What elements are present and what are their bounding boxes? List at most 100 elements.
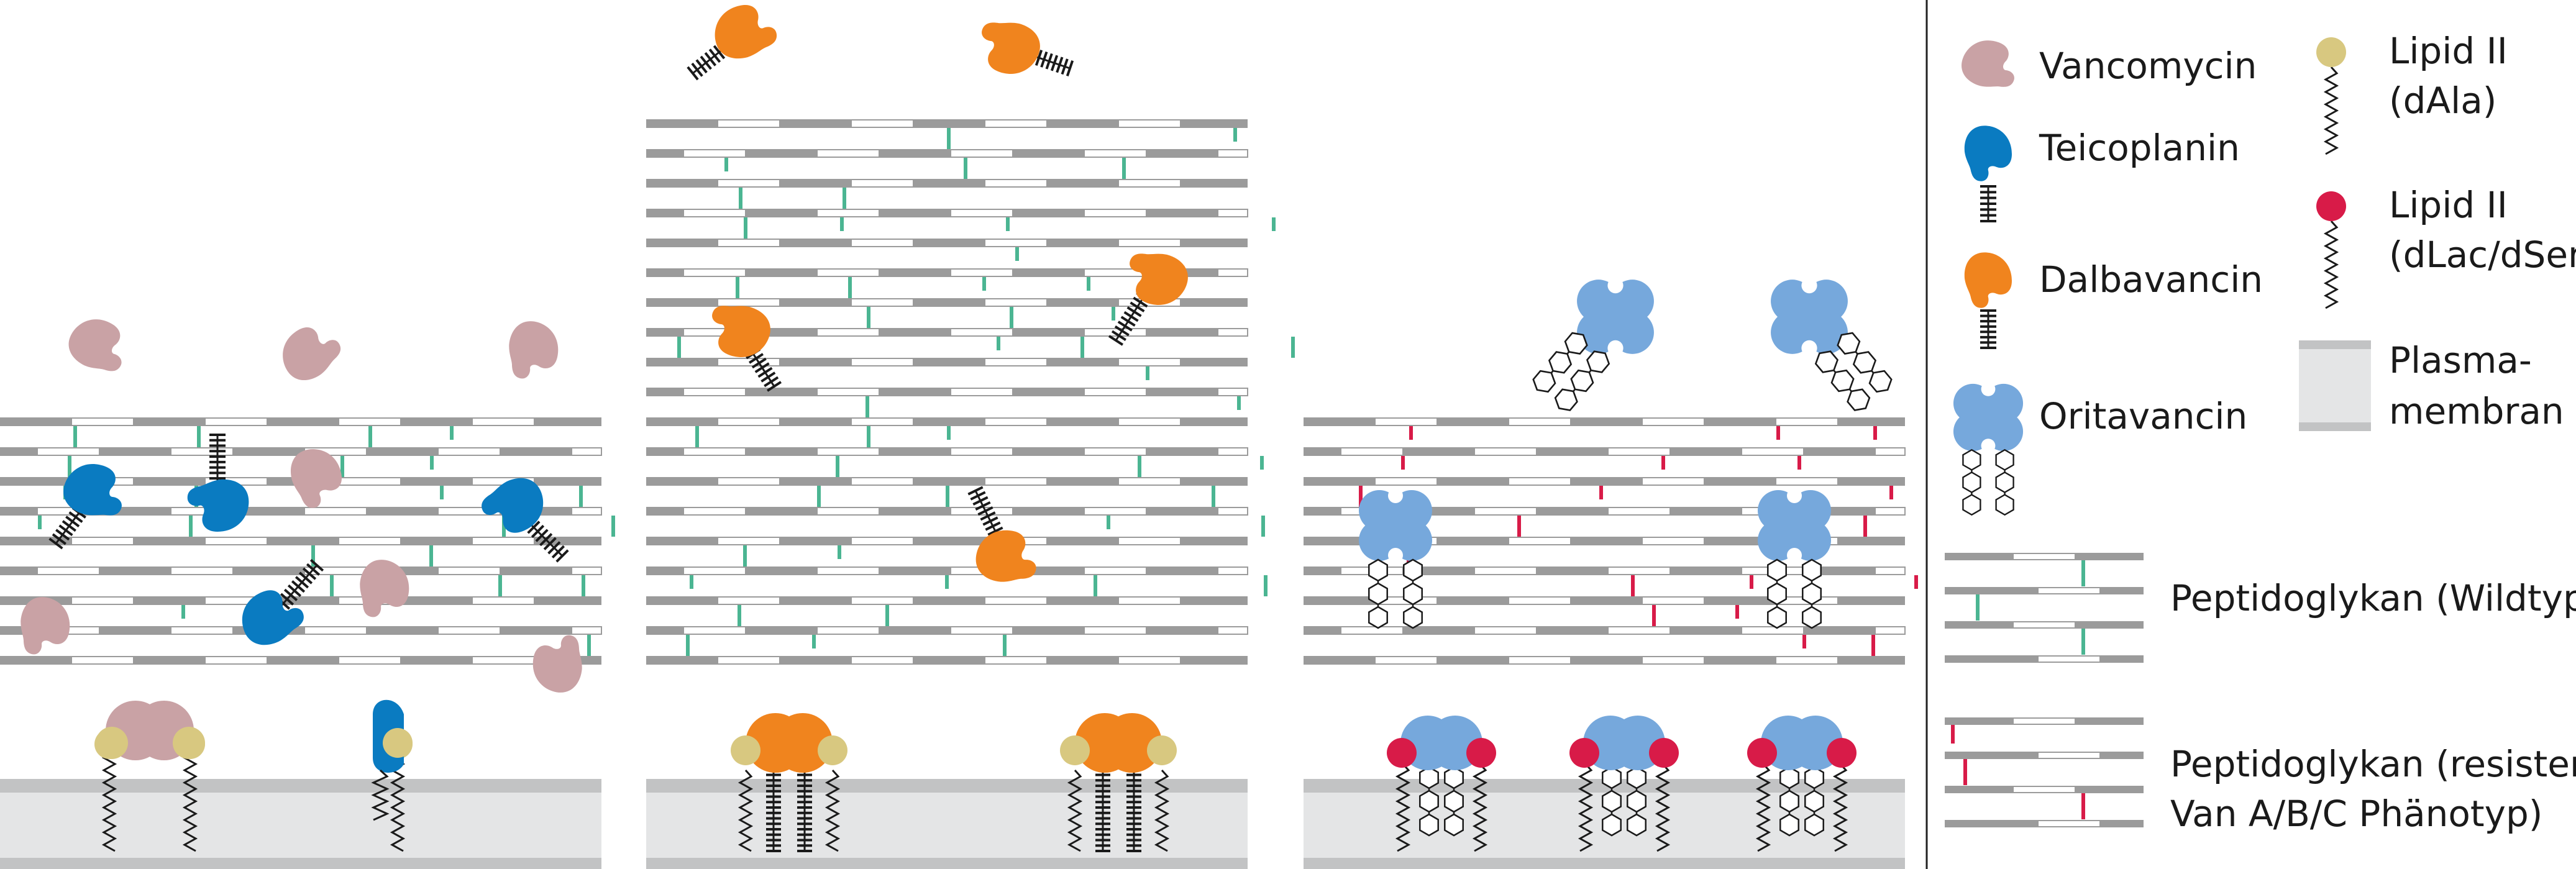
glycan-gap [1642,596,1705,605]
glycan-strand [1537,447,1608,456]
glycan-gap [816,626,880,635]
glycan-gap [1084,626,1147,635]
glycan-gap [1118,358,1181,366]
legend-oritavancin-icon [1953,382,2024,516]
glycan-gap [304,626,367,635]
legend-vancomycin-icon [1962,40,2014,87]
glycan-gap [1217,209,1248,217]
glycan-gap [170,566,234,575]
glycan-strand [1181,477,1248,486]
glycan-strand [913,298,985,307]
glycan-strand [646,239,718,247]
glycan-strand [1146,447,1218,456]
crosslink [945,575,949,589]
legend-teicoplanin-icon [1964,125,2012,222]
glycan-strand [1571,537,1642,545]
glycan-gap [816,328,880,337]
crosslink [1291,337,1295,358]
glycan-strand [646,447,683,456]
legend-label-membrane-line2: membran [2389,390,2564,432]
crosslink [817,486,821,507]
crosslink [1087,277,1090,291]
glycan-gap [1217,268,1248,277]
glycan-gap [816,447,880,456]
glycan-strand [1146,209,1218,217]
glycan-strand [780,656,851,665]
glycan-strand [746,268,817,277]
glycan-gap [71,417,134,426]
dalbavancin-lipid-complex [731,713,847,852]
glycan-gap [1642,477,1705,486]
glycan-gap [1875,507,1906,516]
glycan-gap [437,566,501,575]
glycan-gap [717,596,780,605]
crosslink [189,516,193,537]
glycan-gap [1607,447,1671,456]
glycan-strand [534,477,601,486]
glycan-gap [950,268,1013,277]
crosslink [440,486,444,499]
glycan-strand [134,596,205,605]
glycan-strand [746,447,817,456]
glycan-strand [1704,656,1776,665]
glycan-gap [950,328,1013,337]
crosslink [1272,217,1276,231]
glycan-strand [1013,507,1084,516]
crosslink [1409,426,1413,440]
glycan-strand [1146,566,1218,575]
oritavancin-side-chain [1962,448,2014,516]
glycan-gap [1875,566,1906,575]
glycan-strand [1304,656,1375,665]
glycan-strand [99,447,171,456]
glycan-gap [816,149,880,158]
glycan-gap [816,507,880,516]
glycan-strand [913,179,985,188]
crosslink [330,575,334,596]
crosslink [430,456,434,470]
legend-lipid-dala-icon [2316,37,2346,155]
glycan-strand [913,417,985,426]
glycan-strand [879,507,951,516]
glycan-strand [1013,209,1084,217]
glycan-strand [780,537,851,545]
crosslink [1233,128,1237,142]
glycan-gap [816,566,880,575]
panel-oritavancin [1304,278,1918,869]
teicoplanin-molecule [482,478,569,563]
plasma-membrane [0,779,601,869]
legend-label-membrane-line1: Plasma- [2389,339,2532,381]
glycan-gap [984,417,1048,426]
legend-label-lipid-dlac-line1: Lipid II [2389,184,2508,226]
glycan-strand [500,566,572,575]
glycan-gap [683,209,746,217]
glycan-strand [1437,417,1509,426]
glycan-gap [1775,656,1838,665]
glycan-gap [717,656,780,665]
dalbavancin-molecule-body [975,530,1036,582]
glycan-gap [1118,656,1181,665]
glycan-strand [367,626,438,635]
crosslink [1735,605,1739,619]
glycan-strand [746,149,817,158]
glycan-strand [401,596,472,605]
crosslink [848,277,852,298]
glycan-gap [851,239,914,247]
glycan-gap [472,656,535,665]
glycan-gap [1474,447,1537,456]
crosslink [1010,307,1013,328]
crosslink [838,545,841,559]
glycan-strand [0,417,71,426]
crosslink [38,516,42,529]
crosslink [1797,456,1801,470]
crosslink [1517,516,1521,537]
glycan-gap [1118,477,1181,486]
vancomycin-molecule [283,327,341,381]
glycan-strand [646,537,718,545]
glycan-gap [1118,537,1181,545]
glycan-strand [780,239,851,247]
glycan-gap [1875,626,1906,635]
dalbavancin-molecule [687,5,777,81]
dalbavancin-molecule [982,22,1074,76]
glycan-gap [984,596,1048,605]
